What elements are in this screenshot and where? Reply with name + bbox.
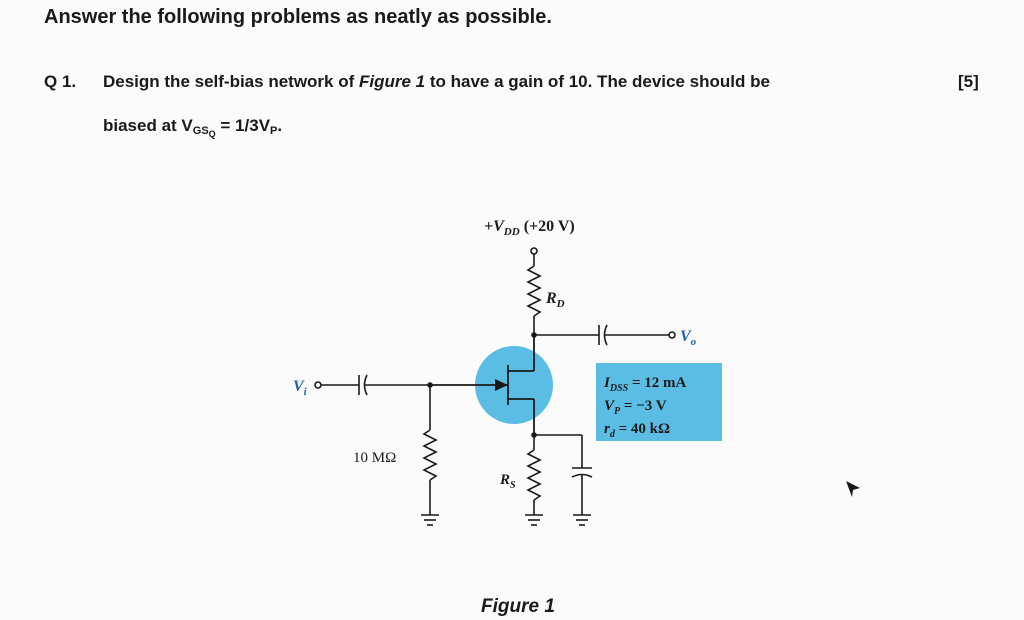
vdd-terminal bbox=[530, 247, 538, 255]
question-figure-ref: Figure 1 bbox=[359, 72, 426, 91]
vdd-label: +VDD (+20 V) bbox=[484, 218, 575, 238]
rs-ground-icon bbox=[525, 514, 543, 526]
rd-label: RD bbox=[545, 290, 565, 310]
bias-text-end: . bbox=[277, 116, 283, 135]
input-capacitor bbox=[358, 374, 368, 396]
bypass-capacitor bbox=[571, 467, 593, 478]
vi-label: Vi bbox=[293, 378, 308, 398]
question-text-post: to have a gain of 10. The device should … bbox=[425, 72, 770, 91]
rg-resistor bbox=[422, 429, 438, 481]
rd-param: rd = 40 kΩ bbox=[604, 421, 670, 440]
gate-arrow bbox=[495, 379, 508, 391]
page-heading: Answer the following problems as neatly … bbox=[44, 6, 552, 28]
output-capacitor bbox=[598, 324, 608, 346]
vp-param: VP = −3 V bbox=[604, 398, 667, 417]
vo-terminal bbox=[668, 331, 676, 339]
cs-ground-icon bbox=[573, 514, 591, 526]
question-number: Q 1. bbox=[44, 72, 77, 91]
vi-terminal bbox=[314, 381, 322, 389]
bias-text-post: = 1/3V bbox=[215, 116, 271, 135]
device-parameters-box bbox=[596, 363, 722, 441]
question-text-pre: Design the self-bias network of bbox=[103, 72, 359, 91]
vgs-subscript: GS bbox=[192, 125, 209, 137]
figure-caption: Figure 1 bbox=[481, 596, 555, 617]
question-marks: [5] bbox=[958, 72, 979, 91]
rs-resistor bbox=[526, 449, 542, 501]
circuit-wires bbox=[314, 247, 676, 526]
rg-ground-icon bbox=[421, 514, 439, 526]
mouse-cursor-icon bbox=[846, 481, 860, 497]
vo-label: Vo bbox=[680, 328, 697, 348]
bias-text-pre: biased at V bbox=[103, 116, 193, 135]
rs-label: RS bbox=[499, 472, 516, 491]
idss-param: IDSS = 12 mA bbox=[603, 375, 686, 394]
vp-subscript: P bbox=[270, 125, 278, 137]
rd-resistor bbox=[526, 265, 542, 317]
jfet-transistor bbox=[430, 335, 553, 435]
question-text-line2: biased at VGSQ = 1/3VP. bbox=[103, 116, 283, 139]
rg-label: 10 MΩ bbox=[353, 450, 396, 466]
question-text-line1: Design the self-bias network of Figure 1… bbox=[103, 72, 770, 92]
vgs-q-subscript: Q bbox=[208, 129, 216, 139]
